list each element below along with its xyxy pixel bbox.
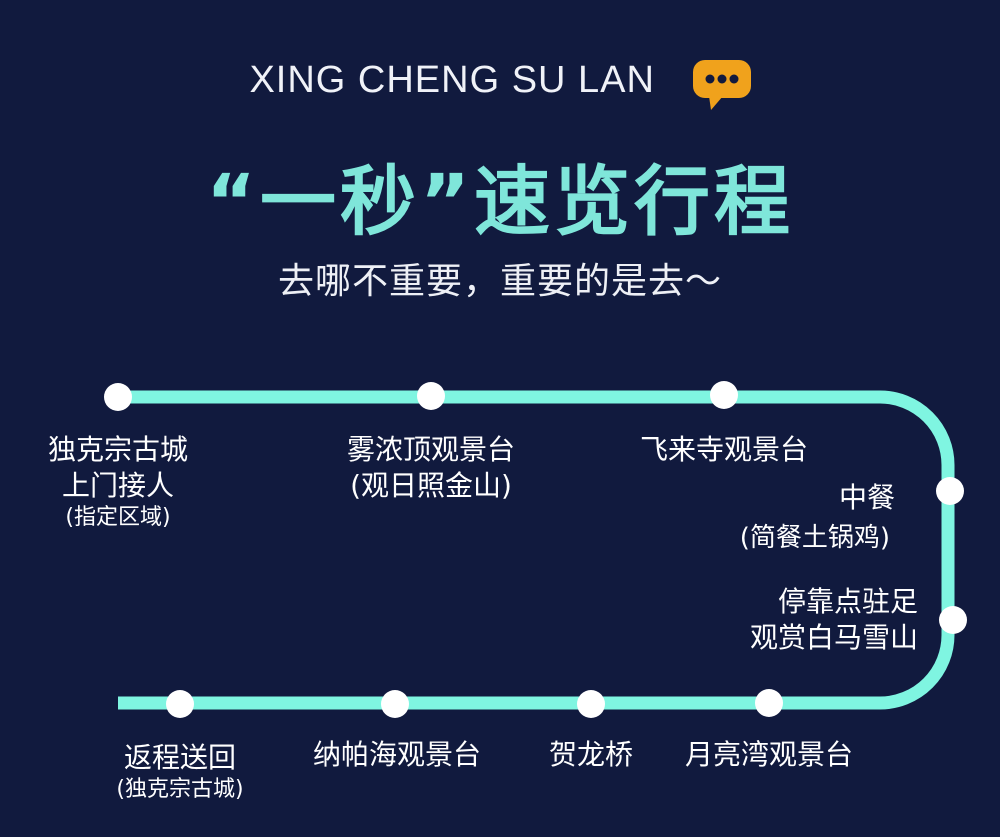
stop-name: 贺龙桥 <box>548 738 634 771</box>
stop-note: (简餐土锅鸡) <box>739 523 890 553</box>
stop-name: 月亮湾观景台 <box>684 738 854 771</box>
stop-label: 独克宗古城 上门接人 (指定区域) <box>48 432 188 532</box>
stop-label: 中餐 <box>839 480 895 516</box>
stop-label: 飞来寺观景台 <box>640 432 808 468</box>
stop-label: 返程送回 (独克宗古城) <box>116 740 243 804</box>
stop-dot <box>417 382 445 410</box>
stop-name: 独克宗古城 <box>47 433 189 466</box>
chat-bubble-icon <box>692 59 751 110</box>
route-line <box>118 390 955 710</box>
stop-dot <box>710 381 738 409</box>
stop-dot <box>104 383 132 411</box>
stop-name: 中餐 <box>838 481 895 514</box>
stop-label: 纳帕海观景台 <box>313 737 481 773</box>
stop-name: 飞来寺观景台 <box>639 433 809 466</box>
stop-dot <box>166 690 194 718</box>
stop-label: 停靠点驻足 观赏白马雪山 <box>750 584 918 656</box>
stop-label: 月亮湾观景台 <box>685 737 853 773</box>
stop-dot <box>939 606 967 634</box>
subtitle-en: XING CHENG SU LAN <box>249 59 655 102</box>
header-subtitle: XING CHENG SU LAN <box>0 58 1000 110</box>
stop-note: (指定区域) <box>65 505 171 530</box>
stop-note: (观日照金山) <box>350 469 512 502</box>
stop-name: 返程送回 <box>123 741 237 774</box>
stop-label: 雾浓顶观景台 (观日照金山) <box>347 432 515 504</box>
stop-name: 停靠点驻足 <box>777 585 918 618</box>
page-title: “一秒”速览行程 <box>206 157 794 246</box>
stop-dot <box>577 690 605 718</box>
slogan: 去哪不重要，重要的是去～ <box>277 261 722 302</box>
stop-note: (独克宗古城) <box>116 777 244 802</box>
stop-label: 贺龙桥 <box>549 737 633 773</box>
stop-dot <box>755 689 783 717</box>
stop-name: 纳帕海观景台 <box>312 738 482 771</box>
stop-name: 雾浓顶观景台 <box>346 433 516 466</box>
stop-dot <box>936 477 964 505</box>
stop-detail: 上门接人 <box>61 469 175 502</box>
stop-label-note: (简餐土锅鸡) <box>740 520 890 556</box>
stop-dot <box>381 690 409 718</box>
stop-detail: 观赏白马雪山 <box>749 621 918 654</box>
